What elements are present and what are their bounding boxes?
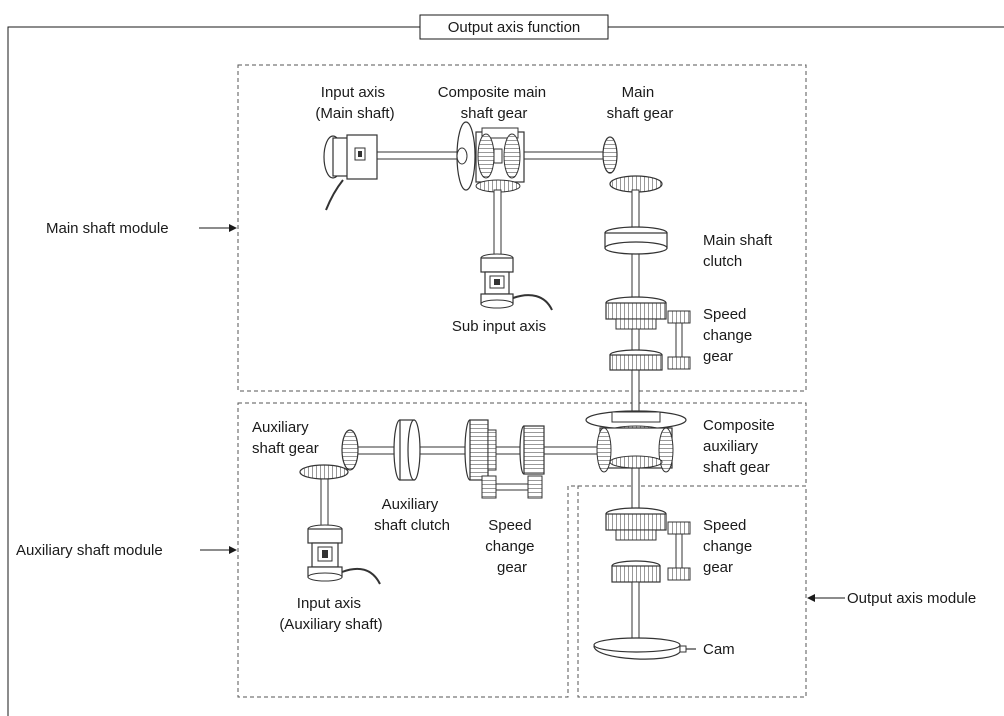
main-shaft-module-label: Main shaft module xyxy=(46,220,169,237)
composite-auxiliary-shaft-gear xyxy=(585,410,687,473)
label-input-axis-main: Input axis (Main shaft) xyxy=(315,84,394,122)
label-sub-input-axis: Sub input axis xyxy=(452,318,546,335)
input-axis-aux-motor xyxy=(307,524,381,585)
sub-input-axis-motor xyxy=(480,253,553,311)
diagram-title: Output axis function xyxy=(448,19,581,36)
output-axis-module-box xyxy=(577,485,807,698)
label-speed-change-gear-aux: Speed change gear xyxy=(485,517,538,576)
auxiliary-shaft-module-pointer: Auxiliary shaft module xyxy=(16,542,237,559)
label-auxiliary-shaft-clutch: Auxiliary shaft clutch xyxy=(374,496,450,534)
label-speed-change-gear-main: Speed change gear xyxy=(703,306,756,365)
main-shaft-module-box xyxy=(237,64,807,392)
auxiliary-shaft-clutch xyxy=(393,419,421,481)
title-box xyxy=(419,14,609,40)
label-main-shaft-clutch: Main shaft clutch xyxy=(703,232,776,270)
composite-main-shaft-gear xyxy=(456,121,525,193)
speed-change-gear-main xyxy=(605,296,691,371)
label-cam: Cam xyxy=(703,641,735,658)
output-axis-module-label: Output axis module xyxy=(847,590,976,607)
speed-change-gear-output xyxy=(605,507,691,583)
label-auxiliary-shaft-gear: Auxiliary shaft gear xyxy=(252,419,319,457)
speed-change-gear-aux xyxy=(464,419,545,499)
input-axis-main-motor xyxy=(323,134,378,211)
output-axis-module-pointer: Output axis module xyxy=(807,590,976,607)
auxiliary-shaft-gear xyxy=(299,429,359,480)
auxiliary-input-shaft xyxy=(320,478,329,530)
sub-input-shaft xyxy=(493,189,502,259)
auxiliary-shaft-module-label: Auxiliary shaft module xyxy=(16,542,163,559)
auxiliary-shaft-module-box xyxy=(237,402,807,698)
label-input-axis-aux: Input axis (Auxiliary shaft) xyxy=(279,595,382,633)
outer-frame: Output axis function xyxy=(7,14,1004,716)
main-shaft-gear xyxy=(602,136,663,193)
main-shaft-module-pointer: Main shaft module xyxy=(46,220,237,237)
label-main-shaft-gear: Main shaft gear xyxy=(607,84,674,122)
label-speed-change-gear-output: Speed change gear xyxy=(703,517,756,576)
label-composite-auxiliary-shaft-gear: Composite auxiliary shaft gear xyxy=(703,417,779,476)
main-shaft-clutch xyxy=(604,226,668,255)
label-composite-main-shaft-gear: Composite main shaft gear xyxy=(438,84,551,122)
cam xyxy=(593,637,696,660)
output-shaft xyxy=(631,581,640,641)
